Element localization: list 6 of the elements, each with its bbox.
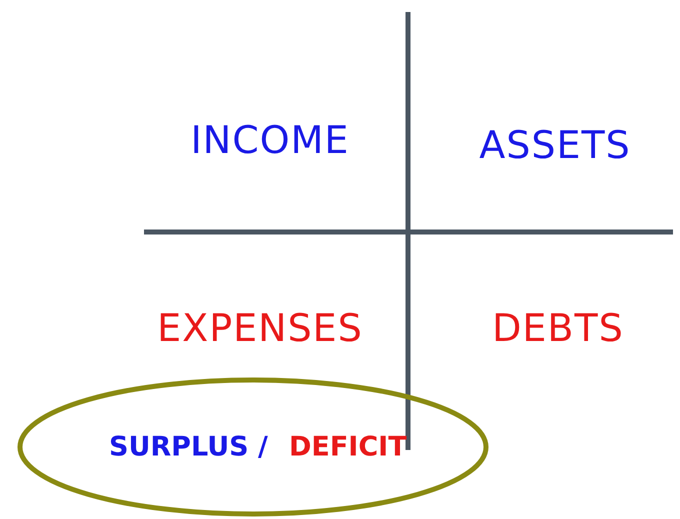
quadrant-label: INCOME bbox=[190, 118, 350, 162]
ellipse-label: DEFICIT bbox=[289, 432, 407, 462]
quadrant-label: EXPENSES bbox=[157, 306, 363, 350]
quadrant-label: ASSETS bbox=[479, 123, 631, 167]
ellipse-label: SURPLUS / bbox=[109, 432, 268, 462]
quadrant-label: DEBTS bbox=[492, 306, 624, 350]
